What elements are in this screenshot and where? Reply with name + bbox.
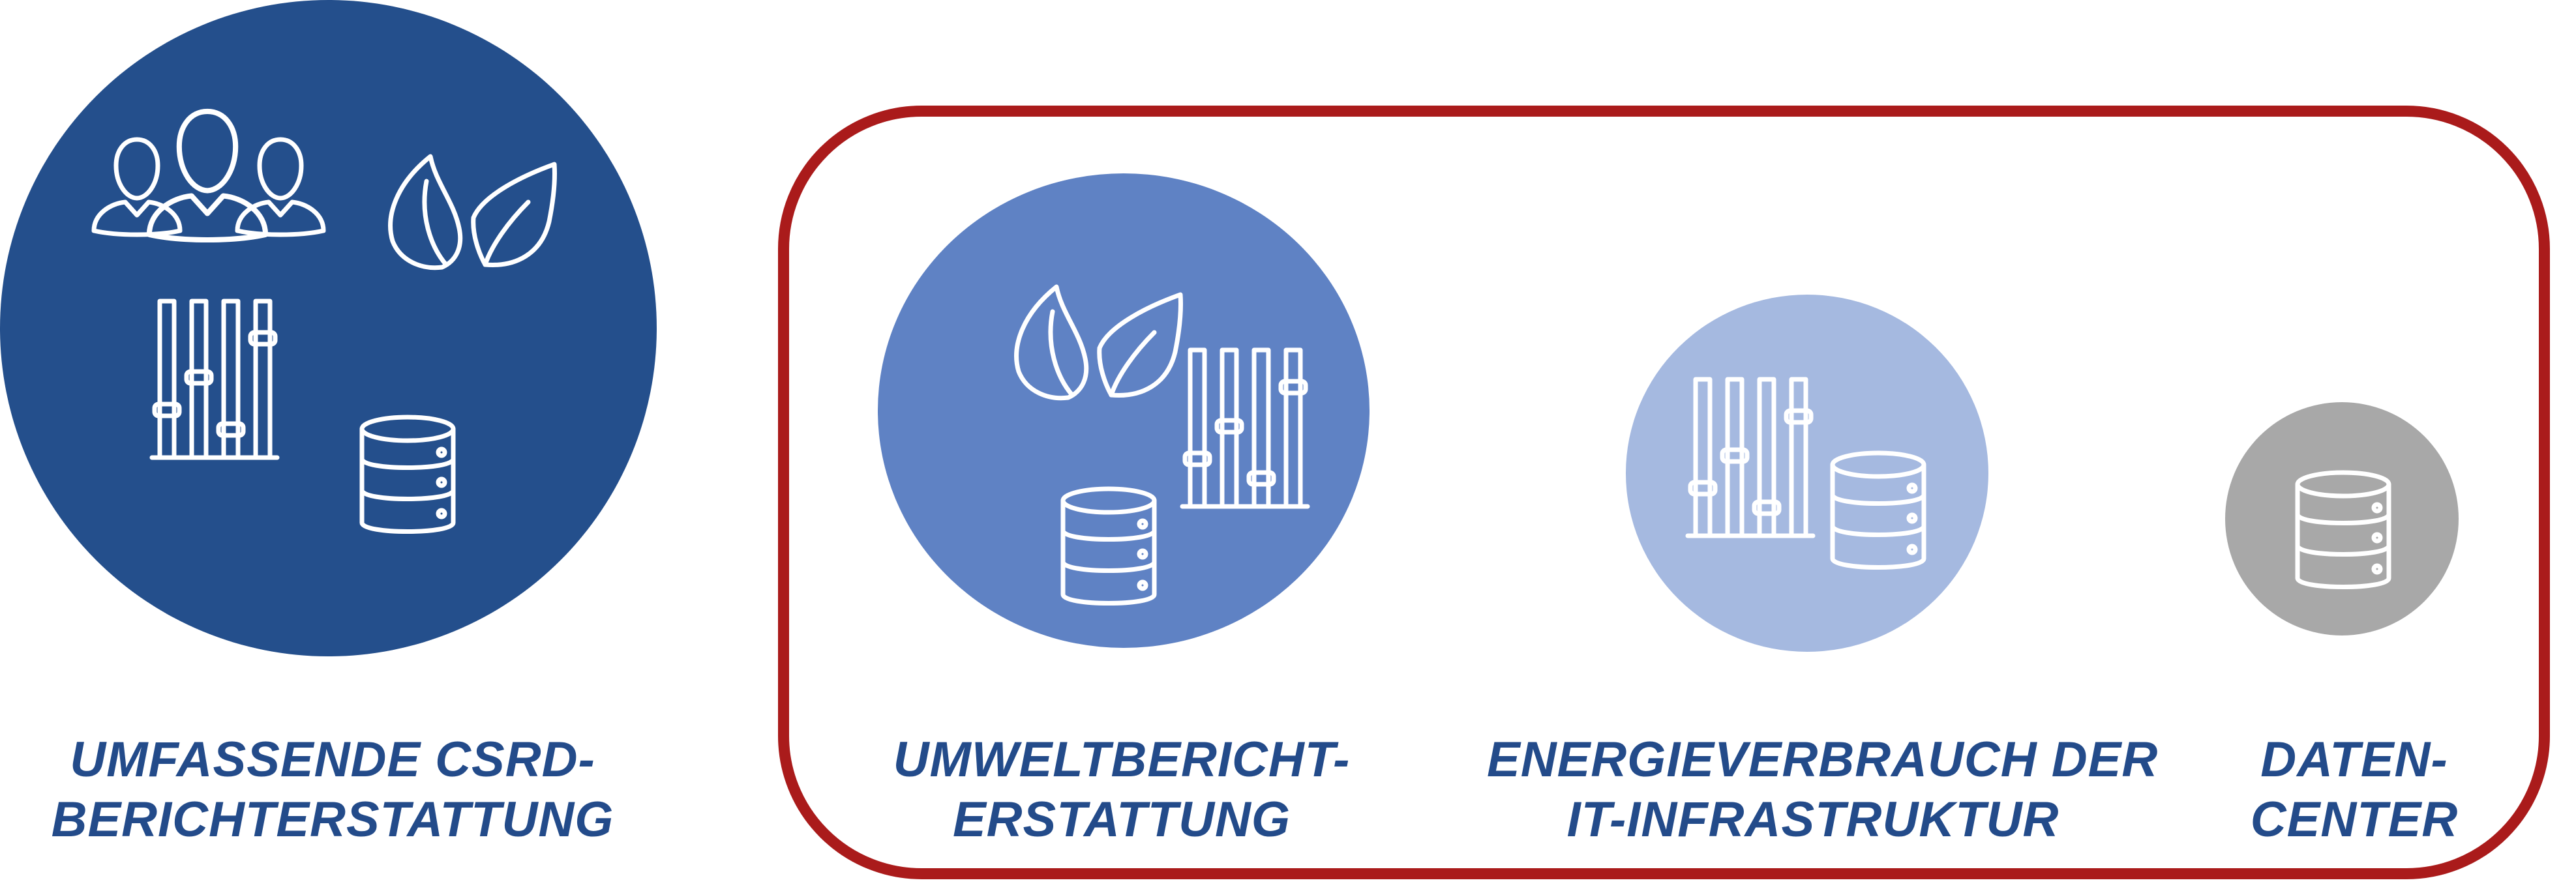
label-line: UMWELTBERICHT- <box>893 732 1351 787</box>
label-line: IT-INFRASTRUKTUR <box>1566 792 2059 847</box>
leaves-icon <box>1017 287 1181 398</box>
label-umwelt: UMWELTBERICHT- ERSTATTUNG <box>867 730 1376 850</box>
sliders-icon <box>152 301 277 458</box>
leaves-icon <box>391 156 555 268</box>
label-line: CENTER <box>2250 792 2459 847</box>
label-csrd: UMFASSENDE CSRD- BERICHTERSTATTUNG <box>39 730 626 850</box>
people-icon <box>94 139 180 235</box>
database-icon <box>362 417 453 532</box>
label-daten: DATEN- CENTER <box>2224 730 2485 850</box>
database-icon <box>1063 489 1154 604</box>
circle-csrd <box>0 0 657 656</box>
people-icon <box>237 139 323 235</box>
label-line: UMFASSENDE CSRD- <box>70 732 595 787</box>
sliders-icon <box>1182 350 1308 506</box>
people-icon <box>149 111 265 240</box>
label-line: BERICHTERSTATTUNG <box>51 792 614 847</box>
sliders-icon <box>1688 379 1813 536</box>
label-line: ENERGIEVERBRAUCH DER <box>1487 732 2159 787</box>
highlight-frame <box>778 106 2550 879</box>
circle-daten <box>2225 402 2459 635</box>
database-icon <box>2298 473 2389 587</box>
label-line: ERSTATTUNG <box>952 792 1291 847</box>
label-line: DATEN- <box>2260 732 2448 787</box>
database-icon <box>1833 453 1924 568</box>
label-energie: ENERGIEVERBRAUCH DER IT-INFRASTRUKTUR <box>1487 730 2159 850</box>
